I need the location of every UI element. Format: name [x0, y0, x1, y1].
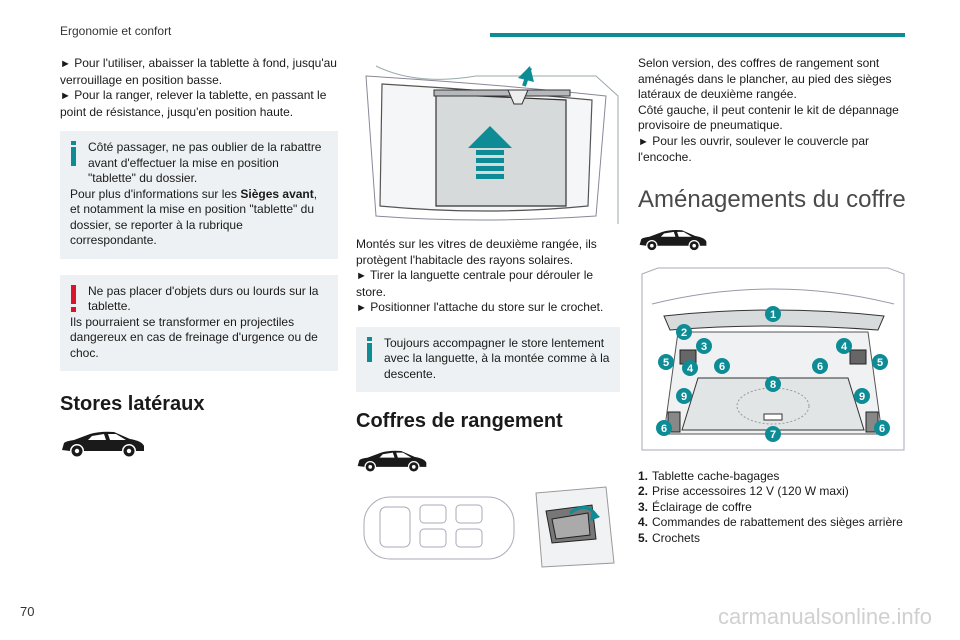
trunk-marker-label: 7	[770, 429, 776, 441]
legend-item: 4. Commandes de rabattement des sièges a…	[638, 515, 908, 531]
trunk-marker-label: 6	[719, 361, 725, 373]
bullet-paragraph: ► Pour la ranger, relever la tablette, e…	[60, 88, 338, 120]
trunk-marker-circle	[696, 337, 712, 354]
storage-compartments-illustration	[363, 486, 615, 568]
legend-text: Crochets	[652, 530, 701, 545]
trunk-marker-label: 2	[681, 327, 687, 339]
trunk-marker-circle	[812, 357, 828, 374]
trunk-marker-circle	[854, 387, 870, 404]
suv-car-icon	[357, 450, 427, 472]
info-note-text: Pour plus d'informations sur les	[70, 186, 241, 201]
column-1: ► Pour l'utiliser, abaisser la tablette …	[60, 56, 338, 458]
warning-note-line1: Ne pas placer d'objets durs ou lourds su…	[88, 283, 319, 314]
legend-item: 3. Éclairage de coffre	[638, 500, 908, 516]
trunk-marker-circle	[836, 337, 852, 354]
legend-item: 5. Crochets	[638, 531, 908, 547]
page-number: 70	[20, 604, 35, 619]
warning-note-line2: Ils pourraient se transformer en project…	[70, 314, 318, 360]
trunk-marker-label: 8	[770, 379, 776, 391]
section-title-coffres: Coffres de rangement	[356, 410, 563, 432]
trunk-marker-label: 1	[770, 309, 776, 321]
info-note: Toujours accompagner le store lentement …	[356, 326, 620, 392]
trunk-marker-circle	[658, 353, 674, 370]
info-note-bold: Sièges avant	[240, 186, 314, 201]
trunk-marker-label: 5	[877, 357, 883, 369]
trunk-marker-circle	[682, 359, 698, 376]
warning-icon	[68, 284, 80, 313]
trunk-marker-label: 9	[681, 391, 687, 403]
bullet-text: Positionner l'attache du store sur le cr…	[370, 300, 604, 314]
bullet-arrow-icon: ►	[60, 58, 71, 70]
column-3: Selon version, des coffres de rangement …	[638, 56, 908, 546]
info-icon	[68, 141, 80, 169]
trunk-marker-label: 6	[817, 361, 823, 373]
trunk-marker-circle	[714, 357, 730, 374]
legend-item: 1. Tablette cache-bagages	[638, 469, 908, 485]
legend-text: Prise accessoires 12 V (120 W maxi)	[652, 484, 849, 498]
suv-car-icon	[639, 229, 707, 250]
trunk-marker-circle	[676, 387, 692, 404]
bullet-arrow-icon: ►	[60, 90, 71, 102]
info-note-line2: Pour plus d'informations sur les Sièges …	[70, 187, 328, 249]
legend-number: 5.	[638, 530, 649, 545]
paragraph: Montés sur les vitres de deuxième rangée…	[356, 237, 597, 267]
bullet-text: Pour la ranger, relever la tablette, en …	[60, 88, 327, 119]
legend-number: 1.	[638, 468, 649, 483]
trunk-marker-label: 6	[879, 423, 885, 435]
trunk-marker-circle	[874, 419, 890, 436]
legend-text: Éclairage de coffre	[652, 499, 752, 514]
bullet-arrow-icon: ►	[638, 135, 649, 148]
legend-number: 3.	[638, 499, 649, 514]
info-note-text: , et notamment la mise en position "tabl…	[70, 186, 318, 248]
legend-number: 2.	[638, 484, 649, 498]
trunk-marker-circle	[676, 323, 692, 340]
trunk-marker-circle	[765, 425, 781, 442]
suv-car-icon	[62, 431, 144, 457]
trunk-marker-circle	[765, 305, 781, 322]
bullet-paragraph: ► Positionner l'attache du store sur le …	[356, 300, 620, 317]
bullet-paragraph: ► Tirer la languette centrale pour dérou…	[356, 268, 620, 300]
section-title-amenagements: Aménagements du coffre	[638, 185, 906, 213]
info-note: Côté passager, ne pas oublier de la raba…	[60, 131, 338, 259]
bullet-arrow-icon: ►	[356, 302, 367, 314]
bullet-text: Tirer la languette centrale pour déroule…	[356, 268, 594, 299]
trunk-marker-label: 3	[701, 341, 707, 353]
trunk-marker-label: 6	[661, 423, 667, 435]
legend-number: 4.	[638, 515, 649, 529]
bullet-paragraph: ► Pour les ouvrir, soulever le couvercle…	[638, 134, 908, 166]
bullet-text: Pour les ouvrir, soulever le couvercle p…	[638, 133, 870, 165]
trunk-marker-circle	[656, 419, 672, 436]
paragraph: Selon version, des coffres de rangement …	[638, 56, 892, 101]
trunk-marker-circle	[872, 353, 888, 370]
trunk-marker-label: 4	[687, 363, 694, 375]
page-header-title: Ergonomie et confort	[60, 24, 172, 38]
sunblind-illustration	[365, 65, 619, 224]
legend-text: Commandes de rabattement des sièges arri…	[652, 515, 903, 529]
trunk-marker-label: 9	[859, 391, 865, 403]
header-accent-rule	[490, 33, 905, 37]
paragraph: Côté gauche, il peut contenir le kit de …	[638, 102, 899, 133]
trunk-legend-list: 1. Tablette cache-bagages 2. Prise acces…	[638, 469, 908, 547]
section-title-stores: Stores latéraux	[60, 393, 205, 415]
bullet-paragraph: ► Pour l'utiliser, abaisser la tablette …	[60, 56, 338, 88]
trunk-marker-label: 4	[841, 341, 848, 353]
legend-text: Tablette cache-bagages	[652, 468, 780, 483]
column-2: Montés sur les vitres de deuxième rangée…	[356, 56, 620, 574]
info-note-line1: Côté passager, ne pas oublier de la raba…	[88, 140, 322, 185]
watermark-text: carmanualsonline.info	[717, 604, 932, 629]
warning-note: Ne pas placer d'objets durs ou lourds su…	[60, 274, 338, 371]
info-icon	[364, 336, 376, 365]
info-note-text: Toujours accompagner le store lentement …	[384, 335, 610, 381]
bullet-text: Pour l'utiliser, abaisser la tablette à …	[60, 56, 337, 87]
legend-item: 2. Prise accessoires 12 V (120 W maxi)	[638, 484, 908, 500]
trunk-marker-circle	[765, 375, 781, 392]
bullet-arrow-icon: ►	[356, 270, 367, 282]
trunk-marker-label: 5	[663, 357, 669, 369]
